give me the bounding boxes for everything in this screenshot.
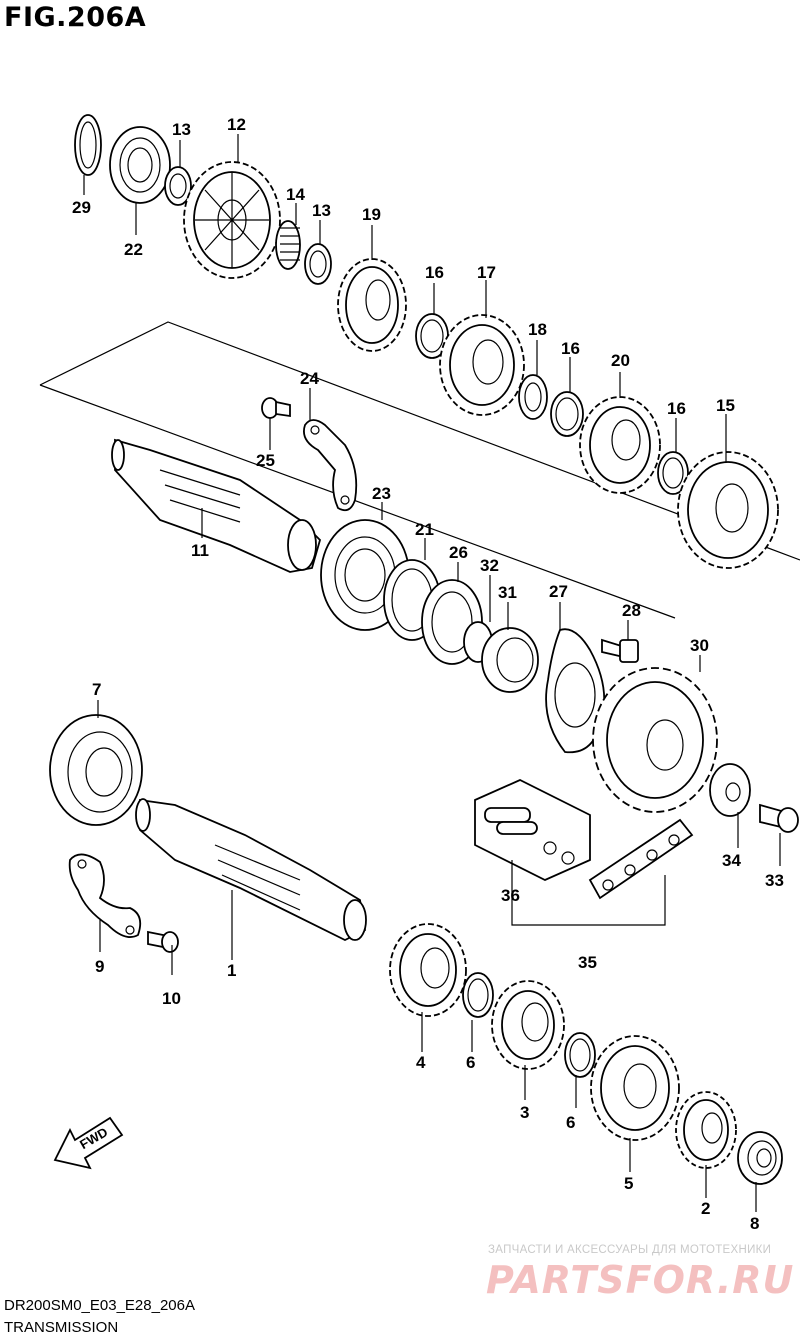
part-15-gear[interactable] bbox=[677, 451, 779, 569]
callout-23: 23 bbox=[372, 484, 391, 503]
figure-name: TRANSMISSION bbox=[4, 1319, 119, 1336]
part-13-washer-b[interactable] bbox=[304, 243, 332, 285]
callout-27: 27 bbox=[549, 582, 568, 601]
part-17-gear[interactable] bbox=[439, 314, 525, 416]
part-2-gear[interactable] bbox=[675, 1091, 737, 1169]
callout-26: 26 bbox=[449, 543, 468, 562]
part-34-washer[interactable] bbox=[709, 763, 751, 817]
part-16-circlip-b[interactable] bbox=[550, 391, 584, 437]
callout-16: 16 bbox=[667, 399, 686, 418]
callout-13: 13 bbox=[312, 201, 331, 220]
shaft-group-boundary bbox=[39, 321, 800, 619]
callout-20: 20 bbox=[611, 351, 630, 370]
callout-16: 16 bbox=[425, 263, 444, 282]
part-25-screw[interactable] bbox=[261, 397, 291, 419]
callout-4: 4 bbox=[416, 1053, 426, 1072]
callout-9: 9 bbox=[95, 957, 104, 976]
callout-6: 6 bbox=[566, 1113, 575, 1132]
watermark-tagline: ЗАПЧАСТИ И АКСЕССУАРЫ ДЛЯ МОТОТЕХНИКИ bbox=[488, 1244, 772, 1256]
callout-5: 5 bbox=[624, 1174, 633, 1193]
callout-36: 36 bbox=[501, 886, 520, 905]
callout-33: 33 bbox=[765, 871, 784, 890]
part-30-sprocket[interactable] bbox=[592, 667, 718, 813]
callout-1: 1 bbox=[227, 961, 236, 980]
callout-18: 18 bbox=[528, 320, 547, 339]
callout-29: 29 bbox=[72, 198, 91, 217]
part-29-circlip[interactable] bbox=[74, 114, 102, 176]
part-8-bearing[interactable] bbox=[737, 1131, 783, 1185]
callout-8: 8 bbox=[750, 1214, 759, 1233]
figure-code: DR200SM0_E03_E28_206A bbox=[4, 1297, 195, 1314]
part-16-circlip-c[interactable] bbox=[657, 451, 689, 495]
callout-16: 16 bbox=[561, 339, 580, 358]
figure-title: FIG.206A bbox=[4, 2, 147, 33]
callout-13: 13 bbox=[172, 120, 191, 139]
callout-12: 12 bbox=[227, 115, 246, 134]
part-36-master-link[interactable] bbox=[474, 779, 591, 881]
callout-7: 7 bbox=[92, 680, 101, 699]
callout-14: 14 bbox=[286, 185, 305, 204]
callout-35: 35 bbox=[578, 953, 597, 972]
callout-15: 15 bbox=[716, 396, 735, 415]
callout-6: 6 bbox=[466, 1053, 475, 1072]
callout-30: 30 bbox=[690, 636, 709, 655]
part-28-bolt[interactable] bbox=[601, 638, 639, 663]
callout-labels: 29 22 13 12 14 13 19 16 17 18 16 20 16 1… bbox=[72, 115, 784, 1233]
part-4-gear[interactable] bbox=[389, 923, 467, 1017]
callout-17: 17 bbox=[477, 263, 496, 282]
part-14-needle-bearing[interactable] bbox=[275, 220, 301, 270]
callout-28: 28 bbox=[622, 601, 641, 620]
callout-31: 31 bbox=[498, 583, 517, 602]
part-10-screw[interactable] bbox=[147, 930, 179, 953]
part-18-lock-washer[interactable] bbox=[518, 374, 548, 420]
callout-10: 10 bbox=[162, 989, 181, 1008]
forward-arrow-icon: FWD bbox=[53, 1116, 124, 1170]
part-27-plate[interactable] bbox=[545, 628, 606, 754]
part-35-drive-chain[interactable] bbox=[588, 818, 694, 900]
callout-11: 11 bbox=[191, 541, 209, 560]
part-22-bearing[interactable] bbox=[109, 126, 171, 204]
callout-3: 3 bbox=[520, 1103, 529, 1122]
part-6-circlip-a[interactable] bbox=[462, 972, 494, 1018]
watermark-brand: PARTSFOR.RU bbox=[486, 1258, 795, 1302]
callout-34: 34 bbox=[722, 851, 741, 870]
part-24-retainer-plate[interactable] bbox=[303, 419, 358, 512]
callout-21: 21 bbox=[415, 520, 434, 539]
part-19-gear[interactable] bbox=[337, 258, 407, 352]
part-7-bearing[interactable] bbox=[49, 714, 143, 826]
part-3-gear[interactable] bbox=[491, 980, 565, 1070]
callout-24: 24 bbox=[300, 369, 319, 388]
part-9-retainer-plate[interactable] bbox=[68, 853, 142, 938]
callout-25: 25 bbox=[256, 451, 275, 470]
callout-22: 22 bbox=[124, 240, 143, 259]
part-20-gear[interactable] bbox=[579, 396, 661, 494]
part-12-gear[interactable] bbox=[183, 161, 281, 279]
callout-32: 32 bbox=[480, 556, 499, 575]
part-6-circlip-b[interactable] bbox=[564, 1032, 596, 1078]
part-1-driveshaft[interactable] bbox=[135, 798, 367, 942]
part-11-countershaft[interactable] bbox=[111, 438, 322, 573]
leader-lines bbox=[83, 134, 781, 1212]
part-5-gear[interactable] bbox=[590, 1035, 680, 1141]
callout-19: 19 bbox=[362, 205, 381, 224]
part-31-spacer[interactable] bbox=[481, 627, 539, 693]
part-33-bolt[interactable] bbox=[759, 803, 799, 833]
callout-2: 2 bbox=[701, 1199, 710, 1218]
part-16-circlip-a[interactable] bbox=[415, 313, 449, 359]
part-13-washer-a[interactable] bbox=[164, 166, 192, 206]
